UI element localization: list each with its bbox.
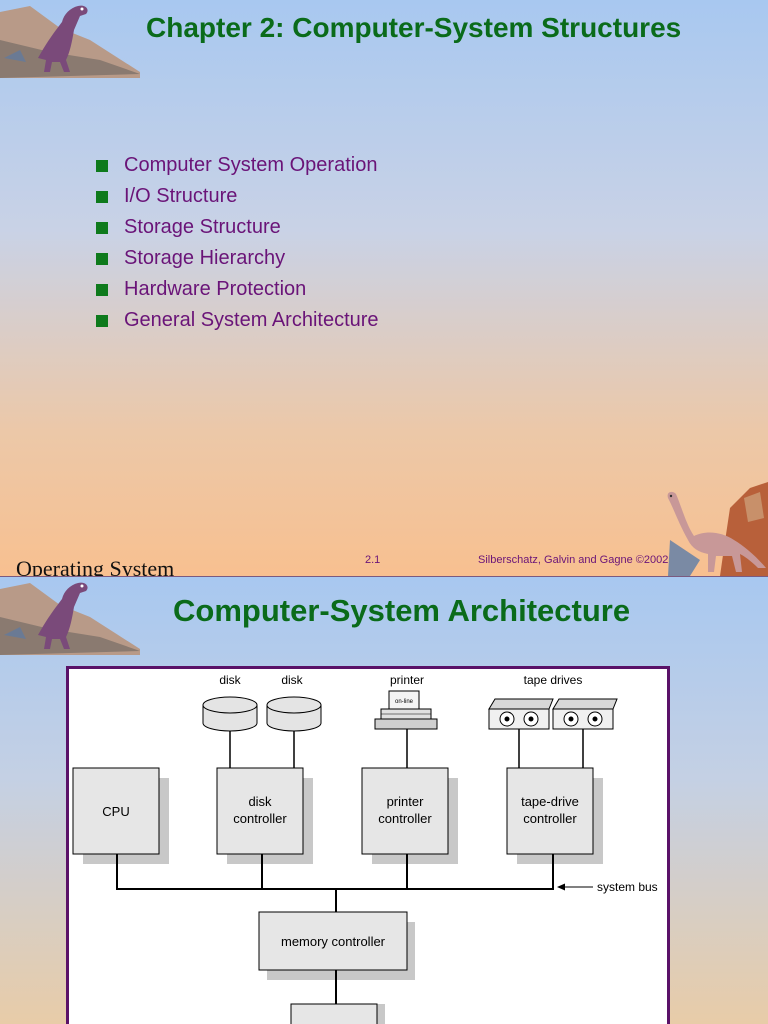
bullet-text: Storage Hierarchy [124, 247, 286, 269]
disk-label: disk [219, 673, 241, 687]
bullet-text: Storage Structure [124, 216, 281, 238]
printer-icon: on-line [374, 690, 438, 730]
list-item: Storage Structure [96, 212, 379, 243]
bullet-text: General System Architecture [124, 309, 379, 331]
disk-icon [202, 696, 258, 732]
slide-title: Computer-System Architecture [173, 593, 631, 628]
disk-controller-box: disk controller [216, 767, 304, 855]
dinosaur-rock-icon [0, 5, 140, 78]
bullet-text: I/O Structure [124, 185, 238, 207]
bullet-text: Hardware Protection [124, 278, 307, 300]
slide-title: Chapter 2: Computer-System Structures [146, 12, 682, 43]
footer-page-number: 2.1 [365, 554, 381, 566]
slide-2: Computer-System Architecture disk disk p… [0, 577, 768, 1024]
memory-controller-box: memory controller [258, 911, 408, 971]
list-item: Storage Hierarchy [96, 243, 379, 274]
list-item: Computer System Operation [96, 150, 379, 181]
bullet-square-icon [96, 159, 108, 172]
bullet-square-icon [96, 283, 108, 296]
footer-copyright: Silberschatz, Galvin and Gagne ©2002 [478, 554, 669, 566]
disk-controller-label-line2: controller [233, 811, 287, 826]
printer-panel-label: on-line [395, 699, 414, 705]
tape-controller-label-line2: controller [523, 811, 577, 826]
list-item: General System Architecture [96, 305, 379, 336]
printer-controller-label-line1: printer [387, 794, 425, 809]
slide-1: Chapter 2: Computer-System Structures Co… [0, 0, 768, 577]
disk-label: disk [281, 673, 303, 687]
bullet-square-icon [96, 221, 108, 234]
disk-controller-label-line1: disk [248, 794, 272, 809]
tape-drive-icon [488, 698, 554, 730]
printer-controller-box: printer controller [361, 767, 449, 855]
device-connector-lines [229, 729, 584, 769]
tape-drives-label: tape drives [524, 673, 583, 687]
tape-drive-icon [552, 698, 618, 730]
printer-controller-label-line2: controller [378, 811, 432, 826]
system-bus [116, 854, 554, 1005]
bus-arrow-icon [557, 883, 593, 891]
list-item: Hardware Protection [96, 274, 379, 305]
architecture-diagram-svg: disk disk printer tape drives on-line [72, 673, 658, 1024]
tape-controller-label-line1: tape-drive [521, 794, 579, 809]
cpu-box: CPU [72, 767, 160, 855]
architecture-diagram: disk disk printer tape drives on-line [66, 666, 670, 1024]
system-bus-label: system bus [597, 880, 658, 894]
tape-drive-controller-box: tape-drive controller [506, 767, 594, 855]
printer-label: printer [390, 673, 424, 687]
bullet-square-icon [96, 190, 108, 203]
memory-controller-label: memory controller [281, 934, 386, 949]
bullet-square-icon [96, 314, 108, 327]
brontosaurus-icon [667, 482, 768, 576]
list-item: I/O Structure [96, 181, 379, 212]
bullet-text: Computer System Operation [124, 154, 378, 176]
dinosaur-rock-icon [0, 582, 140, 655]
cpu-label: CPU [102, 804, 129, 819]
bullet-square-icon [96, 252, 108, 265]
memory-box [290, 1003, 378, 1024]
disk-icon [266, 696, 322, 732]
footer-course-name: Operating System [16, 556, 175, 577]
bullet-list: Computer System Operation I/O Structure … [96, 150, 379, 336]
